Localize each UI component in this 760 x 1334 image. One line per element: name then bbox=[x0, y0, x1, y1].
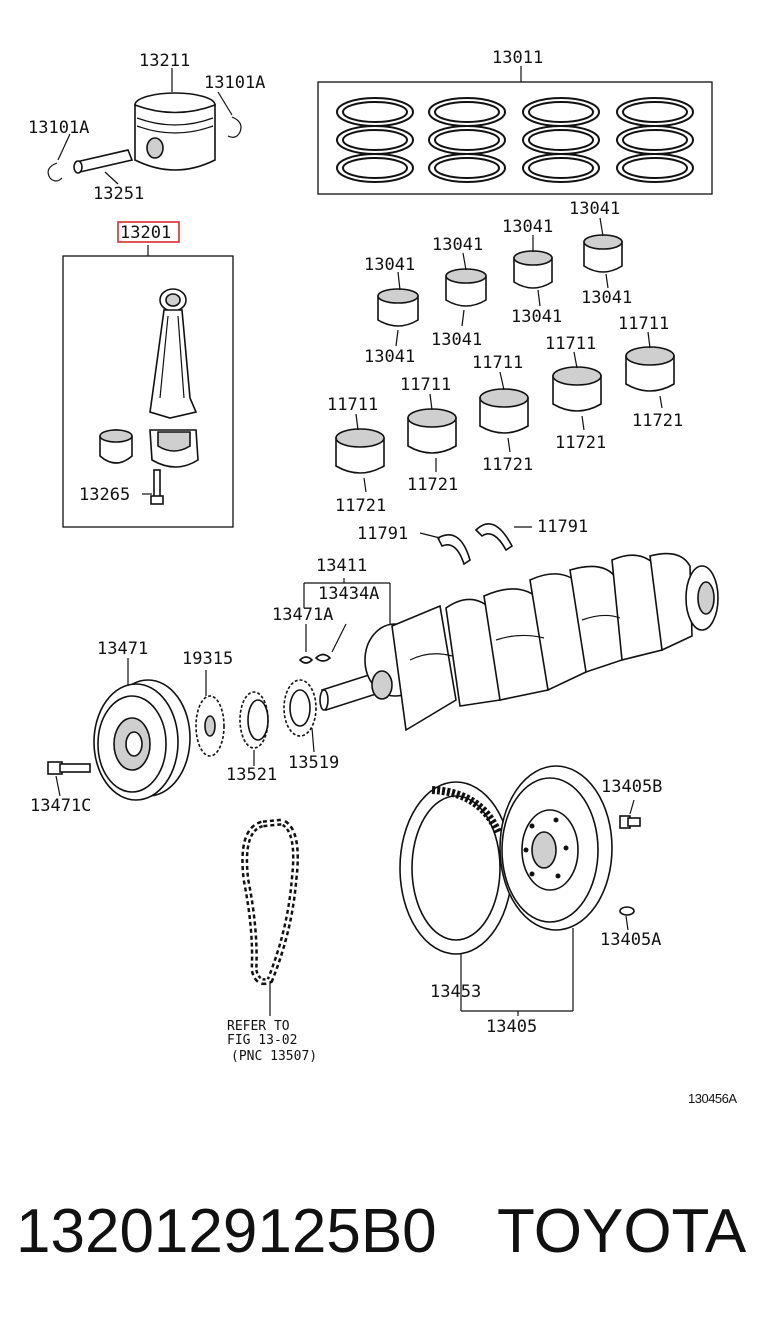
sprocket-a-illustration bbox=[195, 695, 225, 757]
label-crank-bearing-d: 13041 bbox=[569, 199, 620, 219]
label-sprocket-b: 13521 bbox=[226, 765, 277, 785]
label-crank-bearing-b: 13041 bbox=[432, 235, 483, 255]
sprocket-c-illustration bbox=[283, 679, 317, 737]
label-main-upper-d: 11711 bbox=[545, 334, 596, 354]
crank-bearings-illustration bbox=[377, 234, 623, 327]
conrod-box bbox=[62, 255, 234, 528]
crank-pulley-illustration bbox=[93, 679, 191, 801]
label-main-upper-e: 11711 bbox=[618, 314, 669, 334]
conrod-cap-illustration bbox=[149, 429, 199, 468]
refer-note-line3: (PNC 13507) bbox=[231, 1049, 317, 1064]
timing-chain-illustration bbox=[241, 818, 299, 986]
label-crank-pulley: 13471 bbox=[97, 639, 148, 659]
label-flywheel-bolt: 13405B bbox=[601, 777, 662, 797]
label-thrust-left: 11791 bbox=[357, 524, 408, 544]
label-crank-key-group: 13434A bbox=[318, 584, 379, 604]
label-main-upper-a: 11711 bbox=[327, 395, 378, 415]
label-piston: 13211 bbox=[139, 51, 190, 71]
label-flywheel-pin: 13405A bbox=[600, 930, 661, 950]
crank-keys-illustration bbox=[298, 653, 332, 664]
conrod-bolt-illustration bbox=[150, 469, 164, 505]
label-main-upper-c: 11711 bbox=[472, 353, 523, 373]
sprocket-b-illustration bbox=[239, 691, 269, 749]
pulley-bolt-illustration bbox=[47, 761, 91, 775]
main-bearings-illustration bbox=[335, 346, 675, 474]
label-sprocket-a: 19315 bbox=[182, 649, 233, 669]
label-crank-bearing-h: 13041 bbox=[364, 347, 415, 367]
label-main-lower-b: 11721 bbox=[407, 475, 458, 495]
crankshaft-illustration bbox=[319, 552, 719, 732]
label-pulley-bolt: 13471C bbox=[30, 796, 91, 816]
flywheel-bolt-illustration bbox=[619, 815, 641, 829]
label-conrod-assembly: 13201 bbox=[120, 223, 171, 243]
thrust-washers-illustration bbox=[436, 523, 514, 566]
label-thrust-right: 11791 bbox=[537, 517, 588, 537]
label-crank-bearing-f: 13041 bbox=[511, 307, 562, 327]
figure-code: 130456A bbox=[688, 1091, 737, 1106]
label-main-lower-c: 11721 bbox=[482, 455, 533, 475]
refer-note-line2: FIG 13-02 bbox=[227, 1033, 297, 1048]
connecting-rod-illustration bbox=[149, 288, 198, 419]
piston-pin-illustration bbox=[73, 149, 134, 174]
label-snap-ring-right: 13101A bbox=[204, 73, 265, 93]
snap-ring-left-illustration bbox=[47, 162, 63, 182]
label-sprocket-c: 13519 bbox=[288, 753, 339, 773]
label-conrod-bolt: 13265 bbox=[79, 485, 130, 505]
label-crank-key: 13471A bbox=[272, 605, 333, 625]
label-crank-bearing-c: 13041 bbox=[502, 217, 553, 237]
label-crank-bearing-e: 13041 bbox=[581, 288, 632, 308]
label-piston-pin: 13251 bbox=[93, 184, 144, 204]
ring-set-box bbox=[317, 81, 713, 195]
ring-gear-illustration bbox=[399, 781, 513, 955]
label-main-lower-d: 11721 bbox=[555, 433, 606, 453]
label-ring-gear: 13453 bbox=[430, 982, 481, 1002]
label-crank-bearing-g: 13041 bbox=[431, 330, 482, 350]
snap-ring-right-illustration bbox=[227, 116, 242, 138]
label-snap-ring-left: 13101A bbox=[28, 118, 89, 138]
flywheel-illustration bbox=[499, 765, 613, 931]
label-main-lower-e: 11721 bbox=[632, 411, 683, 431]
refer-note-line1: REFER TO bbox=[227, 1019, 290, 1034]
label-crank-bearing-a: 13041 bbox=[364, 255, 415, 275]
label-crankshaft: 13411 bbox=[316, 556, 367, 576]
label-ring-set: 13011 bbox=[492, 48, 543, 68]
piston-illustration bbox=[134, 92, 216, 171]
conrod-bearing-illustration bbox=[99, 429, 133, 464]
footer-part-number: 1320129125B0 bbox=[16, 1197, 437, 1266]
flywheel-pin-illustration bbox=[619, 906, 635, 916]
piston-rings-illustration bbox=[336, 97, 694, 183]
label-main-lower-a: 11721 bbox=[335, 496, 386, 516]
footer-brand: TOYOTA bbox=[497, 1197, 747, 1266]
conrod-label-highlight bbox=[117, 221, 180, 243]
label-main-upper-b: 11711 bbox=[400, 375, 451, 395]
label-flywheel: 13405 bbox=[486, 1017, 537, 1037]
